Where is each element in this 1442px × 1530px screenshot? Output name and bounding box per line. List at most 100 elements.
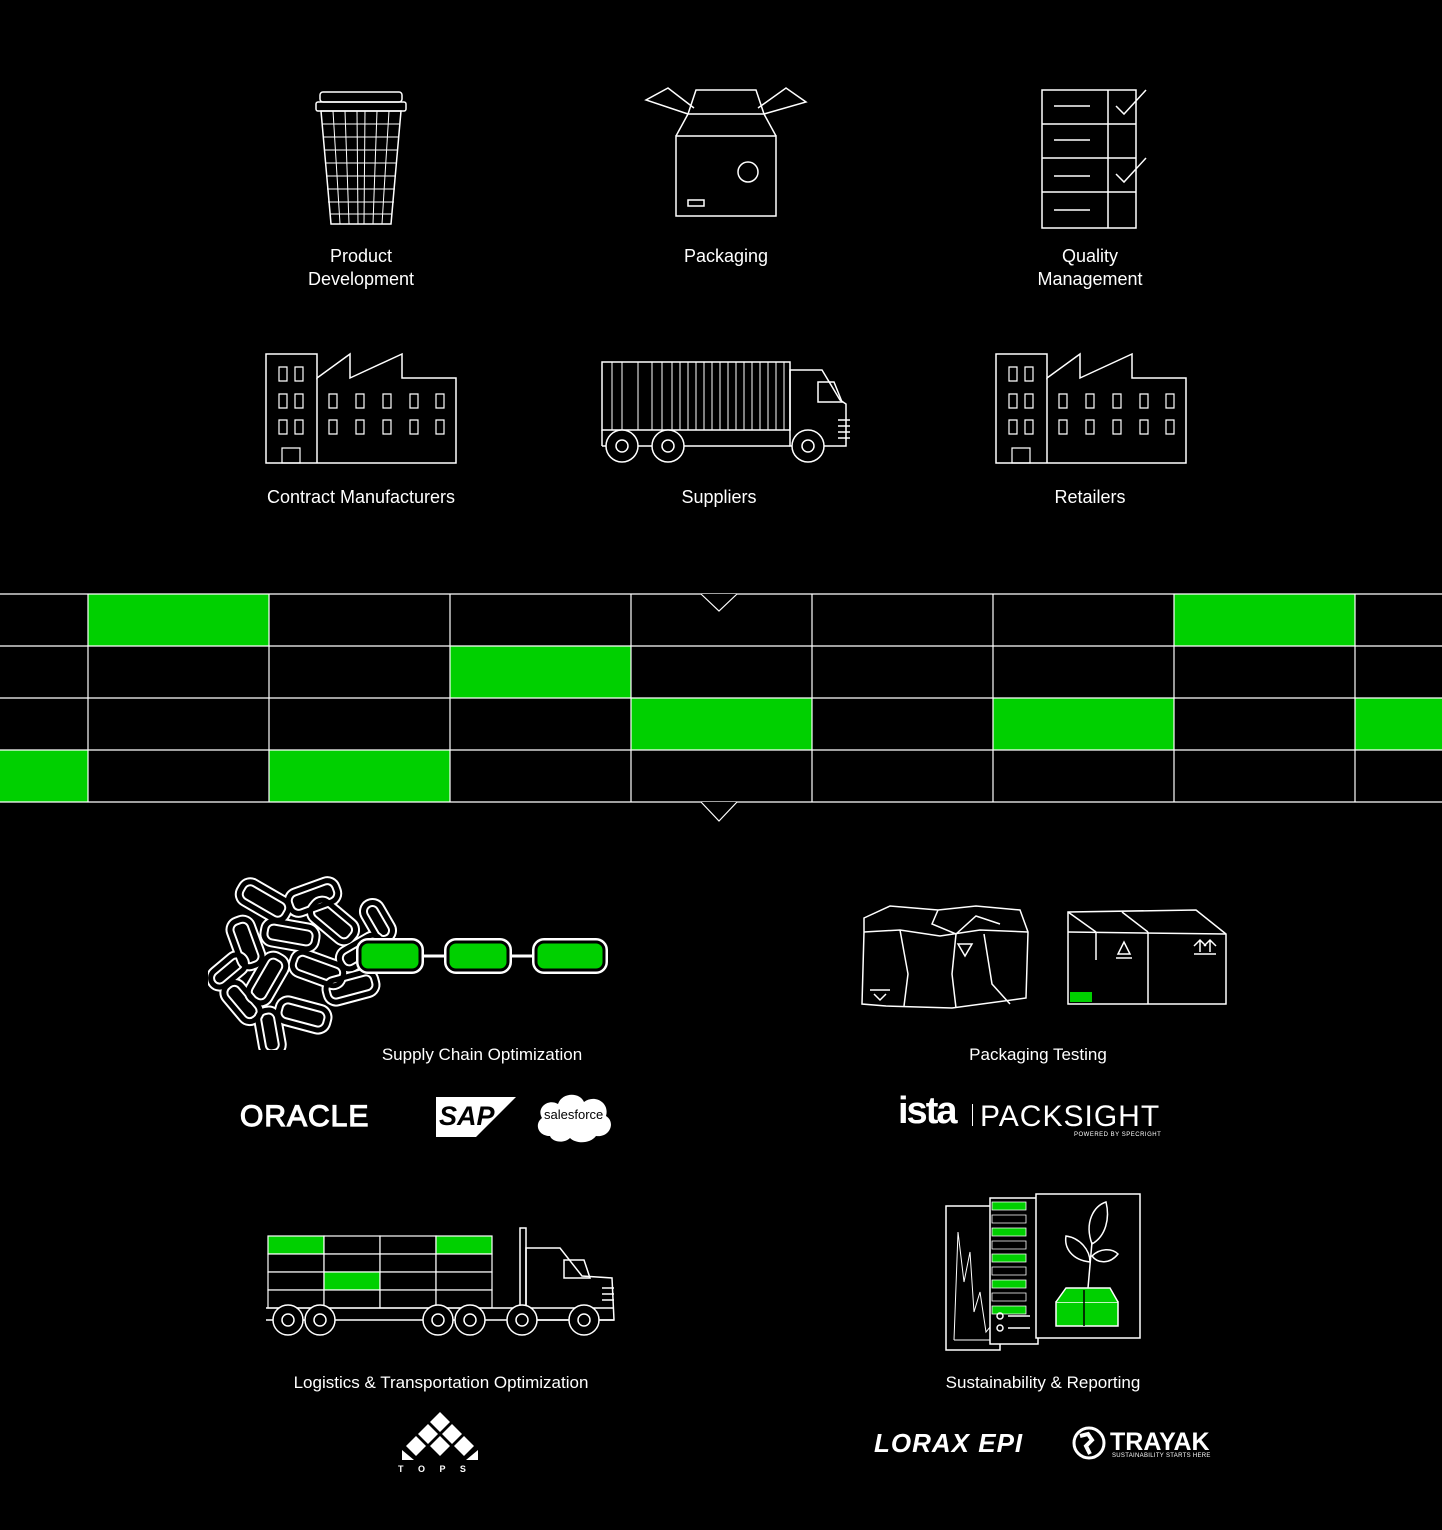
- trailer-cell-active: [267, 1235, 325, 1255]
- grid-cell: [1174, 750, 1355, 802]
- report-bar: [992, 1267, 1026, 1275]
- chain-link-inner: [208, 952, 248, 990]
- chain-icon: [208, 876, 608, 1050]
- data-grid: [0, 593, 1442, 822]
- chain-link-inner: [236, 879, 292, 923]
- trailer-cell: [435, 1271, 493, 1291]
- grid-cell: [1174, 646, 1355, 698]
- logo-divider: [972, 1104, 973, 1126]
- open-box-icon: [644, 88, 808, 220]
- grid-cell-active: [0, 750, 88, 802]
- solution-label-packaging-testing: Packaging Testing: [969, 1045, 1107, 1064]
- grid-cell: [993, 594, 1174, 646]
- grid-cell: [993, 646, 1174, 698]
- report-bar: [992, 1254, 1026, 1262]
- trailer-cell: [323, 1289, 381, 1309]
- grid-cell: [269, 594, 450, 646]
- node-label-quality-management: Quality Management: [1037, 246, 1143, 289]
- sap-logo: SAP: [436, 1097, 516, 1137]
- tops-logo-icon: [402, 1412, 478, 1460]
- grid-cell: [88, 646, 269, 698]
- grid-cell: [88, 698, 269, 750]
- semi-truck-icon: [266, 1227, 615, 1336]
- trailer-cell: [379, 1289, 437, 1309]
- grid-cell: [0, 646, 88, 698]
- oracle-logo: ORACLE: [239, 1099, 370, 1133]
- grid-cell: [993, 750, 1174, 802]
- grid-cell: [1174, 698, 1355, 750]
- report-bar: [992, 1241, 1026, 1249]
- grid-cell: [631, 750, 812, 802]
- trailer-cell: [267, 1271, 325, 1291]
- grid-cell: [88, 750, 269, 802]
- report-bar: [992, 1202, 1026, 1210]
- report-bar: [992, 1306, 1026, 1314]
- grid-cell: [812, 646, 993, 698]
- trayak-logo: TRAYAK: [1110, 1428, 1210, 1456]
- trailer-cell: [435, 1253, 493, 1273]
- chain-link-inner: [307, 897, 359, 945]
- trailer-cell: [379, 1235, 437, 1255]
- chain-link-inner: [275, 997, 331, 1033]
- report-bar: [992, 1280, 1026, 1288]
- grid-cell-active: [631, 698, 812, 750]
- grid-cell: [450, 594, 631, 646]
- cup-icon: [312, 90, 410, 230]
- trailer-cell: [267, 1253, 325, 1273]
- solution-label-sustainability: Sustainability & Reporting: [945, 1373, 1141, 1392]
- grid-cell: [450, 750, 631, 802]
- solution-label-logistics: Logistics & Transportation Optimization: [293, 1373, 589, 1392]
- grid-cell: [812, 594, 993, 646]
- report-plant-icon: [944, 1192, 1144, 1354]
- grid-cell: [812, 698, 993, 750]
- node-label-packaging: Packaging: [683, 246, 769, 266]
- grid-cell: [631, 646, 812, 698]
- chain-link-inner: [227, 916, 265, 970]
- chain-link-inner: [323, 969, 379, 1005]
- packsight-logo: PACKSIGHT: [980, 1100, 1161, 1133]
- factory-icon: [264, 352, 458, 465]
- grid-cell-active: [1174, 594, 1355, 646]
- grid-cell-active: [88, 594, 269, 646]
- grid-cell: [269, 698, 450, 750]
- grid-cell-active: [450, 646, 631, 698]
- solution-label-supply-chain: Supply Chain Optimization: [381, 1045, 583, 1064]
- grid-cell: [0, 698, 88, 750]
- node-label-suppliers: Suppliers: [681, 487, 757, 507]
- grid-cell-active: [993, 698, 1174, 750]
- chain-link-inner: [255, 1007, 285, 1050]
- trayak-tagline: SUSTAINABILITY STARTS HERE: [1112, 1453, 1211, 1459]
- trailer-cell: [435, 1289, 493, 1309]
- trailer-cell-active: [323, 1271, 381, 1291]
- grid-cell-active: [1355, 698, 1442, 750]
- report-bar: [992, 1228, 1026, 1236]
- flow-arrow-in: [700, 593, 738, 612]
- chain-link-inner: [285, 878, 341, 916]
- flow-arrow-out: [700, 801, 738, 822]
- trailer-cell: [323, 1235, 381, 1255]
- node-label-retailers: Retailers: [1054, 487, 1126, 507]
- trailer-cell: [379, 1271, 437, 1291]
- factory-icon: [994, 352, 1188, 465]
- truck-icon: [600, 360, 852, 466]
- lorax-epi-logo: LORAX EPI: [874, 1428, 1024, 1458]
- trayak-globe-icon: [1072, 1426, 1106, 1460]
- grid-cell: [0, 594, 88, 646]
- grid-cell: [1355, 594, 1442, 646]
- tops-logo-text: T O P S: [398, 1464, 472, 1474]
- boxes-icon: [860, 904, 1230, 1010]
- salesforce-logo: salesforce: [534, 1090, 614, 1146]
- report-bar: [992, 1293, 1026, 1301]
- grid-cell: [450, 698, 631, 750]
- grid-cell: [812, 750, 993, 802]
- trailer-cell-active: [435, 1235, 493, 1255]
- node-label-contract-manufacturers: Contract Manufacturers: [266, 487, 456, 507]
- ista-logo: ista: [898, 1090, 958, 1132]
- grid-cell-active: [269, 750, 450, 802]
- grid-cell: [269, 646, 450, 698]
- specright-tagline: POWERED BY SPECRIGHT: [1074, 1132, 1162, 1138]
- trailer-cell: [379, 1253, 437, 1273]
- chain-link-inner: [261, 918, 319, 952]
- grid-cell: [1355, 646, 1442, 698]
- grid-cell: [1355, 750, 1442, 802]
